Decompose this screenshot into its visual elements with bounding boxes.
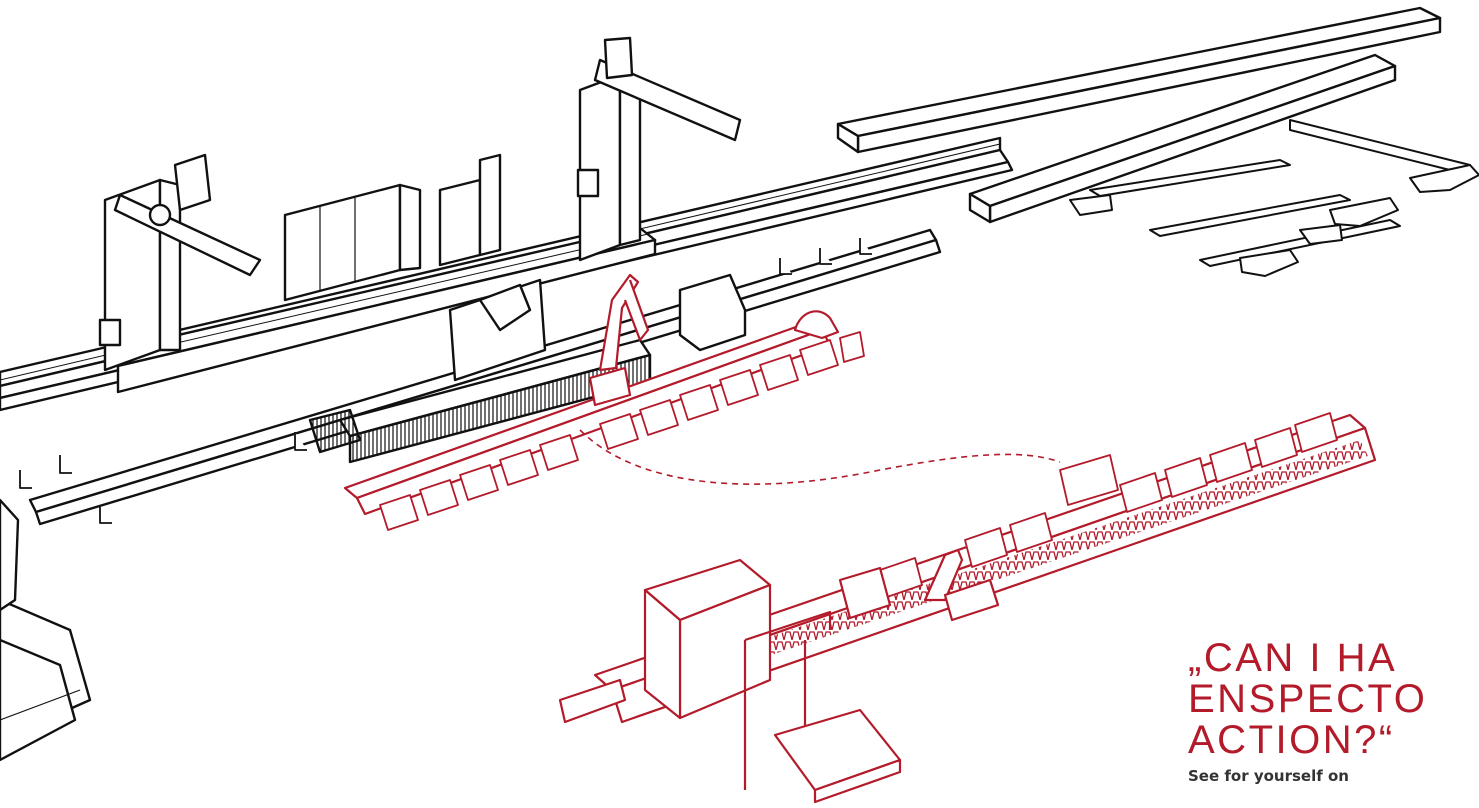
- subline[interactable]: See for yourself on: [1188, 767, 1349, 785]
- dashed-connector: [579, 429, 1061, 485]
- cross-rails: [1089, 119, 1471, 267]
- red-rail-upper: [343, 310, 840, 516]
- headline-line-3: ACTION?“: [1188, 718, 1395, 762]
- gantry-left: [98, 153, 262, 372]
- red-robot-lower: [923, 548, 1000, 622]
- red-stations-upper: [379, 331, 865, 531]
- red-robot-upper: [588, 273, 650, 407]
- red-box-station: [643, 558, 892, 720]
- beam-left: [103, 226, 657, 394]
- headline: „CAN I HA ENSPECTO ACTION?“: [1188, 638, 1427, 761]
- beam-right: [968, 53, 1397, 224]
- headline-line-2: ENSPECTO: [1188, 677, 1428, 721]
- gantry-mid: [576, 36, 742, 262]
- cabinets: [283, 153, 502, 302]
- finned-unit: [308, 338, 652, 464]
- headline-line-1: „CAN I HA: [1188, 636, 1398, 680]
- new-line: [343, 273, 1377, 804]
- rail-feet: [19, 238, 872, 524]
- existing-line: [0, 6, 1479, 762]
- girders-left: [0, 498, 92, 762]
- beam-top-right: [836, 6, 1442, 154]
- red-gallows: [743, 610, 902, 804]
- robot-cell: [448, 273, 747, 382]
- red-stations-lower: [879, 412, 1338, 598]
- skids: [1069, 164, 1479, 277]
